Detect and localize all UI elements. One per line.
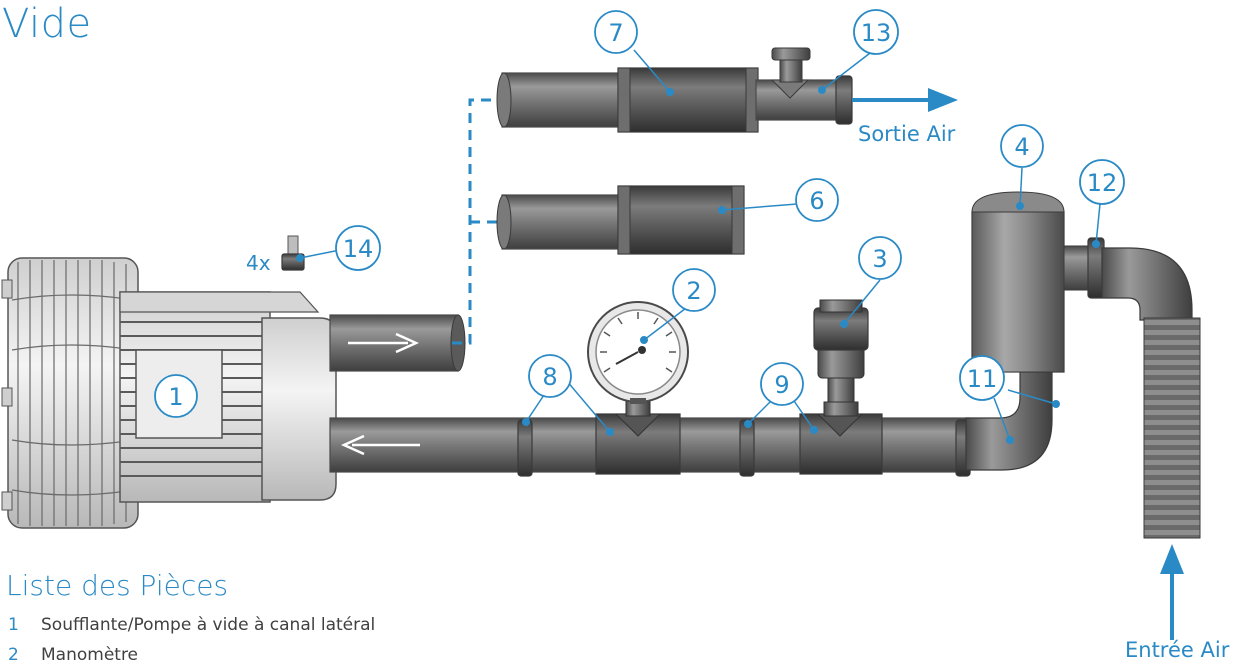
quantity-label-14: 4x <box>246 251 271 275</box>
callout-11: 11 <box>959 355 1005 401</box>
svg-text:4: 4 <box>1014 133 1029 161</box>
svg-text:7: 7 <box>608 19 623 47</box>
top-outlet-assembly <box>496 47 853 133</box>
callout-2: 2 <box>672 268 716 312</box>
part-label: Soufflante/Pompe à vide à canal latéral <box>41 615 376 635</box>
svg-text:8: 8 <box>542 363 557 391</box>
callout-4: 4 <box>1000 124 1044 168</box>
list-item: 2 Manomètre <box>8 640 375 670</box>
leader-lines <box>296 49 1101 444</box>
callout-6: 6 <box>795 178 839 222</box>
air-outlet-label: Sortie Air <box>858 122 956 146</box>
alternative-connection-line <box>452 98 500 345</box>
flow-arrow-in <box>340 434 420 456</box>
callout-8: 8 <box>528 354 572 398</box>
inlet-hose <box>1101 247 1201 539</box>
page-title: Vide <box>2 1 92 47</box>
parts-list: 1 Soufflante/Pompe à vide à canal latéral… <box>8 610 375 670</box>
svg-text:12: 12 <box>1087 169 1118 197</box>
callout-14: 14 <box>335 225 381 271</box>
callout-1: 1 <box>154 374 198 418</box>
vacuum-inlet-line <box>329 399 971 477</box>
svg-text:1: 1 <box>168 383 183 411</box>
filter-elbow <box>965 351 1053 471</box>
parts-list-title: Liste des Pièces <box>6 569 229 602</box>
svg-text:3: 3 <box>872 245 887 273</box>
list-item: 1 Soufflante/Pompe à vide à canal latéral <box>8 610 375 640</box>
svg-text:9: 9 <box>774 371 789 399</box>
flow-arrow-out <box>348 332 420 354</box>
svg-text:14: 14 <box>343 235 374 263</box>
inlet-filter <box>971 191 1105 373</box>
svg-text:13: 13 <box>861 19 892 47</box>
relief-valve <box>813 299 869 417</box>
pressure-gauge <box>587 301 689 404</box>
air-inlet-label: Entrée Air <box>1125 638 1230 662</box>
part-label: Manomètre <box>41 645 139 665</box>
part-number: 2 <box>8 645 19 665</box>
callout-7: 7 <box>594 10 638 54</box>
middle-silencer-assembly <box>496 185 745 255</box>
callout-3: 3 <box>858 236 902 280</box>
svg-text:6: 6 <box>809 187 824 215</box>
svg-text:2: 2 <box>686 277 701 305</box>
callout-9: 9 <box>760 362 804 406</box>
callout-13: 13 <box>853 9 899 55</box>
mounting-foot <box>281 235 305 271</box>
svg-text:11: 11 <box>967 365 998 393</box>
part-number: 1 <box>8 615 19 635</box>
callout-12: 12 <box>1079 159 1125 205</box>
